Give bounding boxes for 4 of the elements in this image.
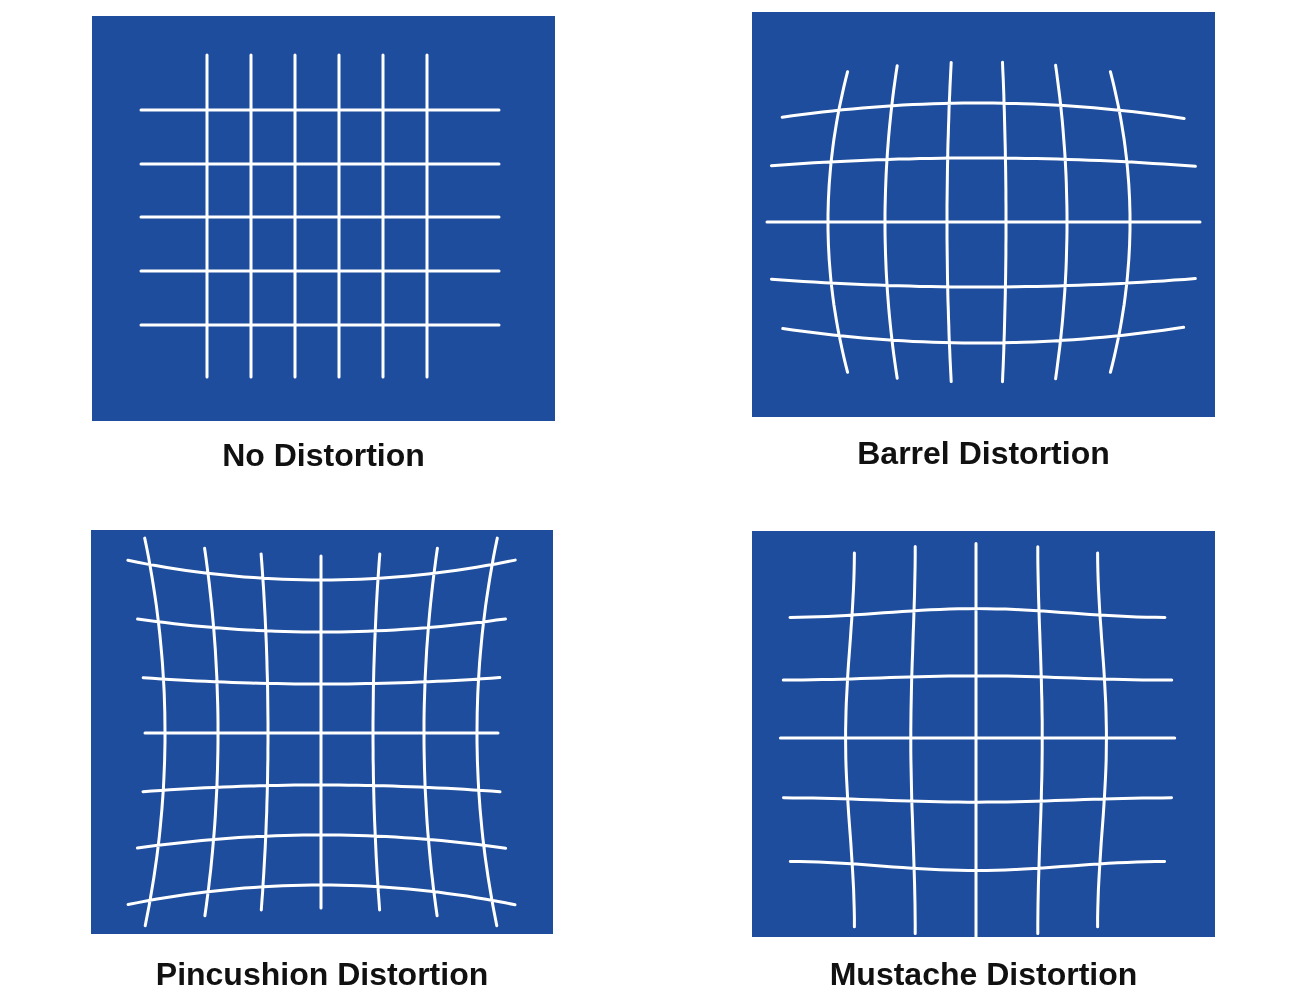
caption-text: Barrel Distortion — [857, 434, 1110, 472]
caption-text: Mustache Distortion — [829, 955, 1138, 993]
caption-text: No Distortion — [222, 436, 425, 474]
caption-text: Pincushion Distortion — [155, 955, 489, 993]
